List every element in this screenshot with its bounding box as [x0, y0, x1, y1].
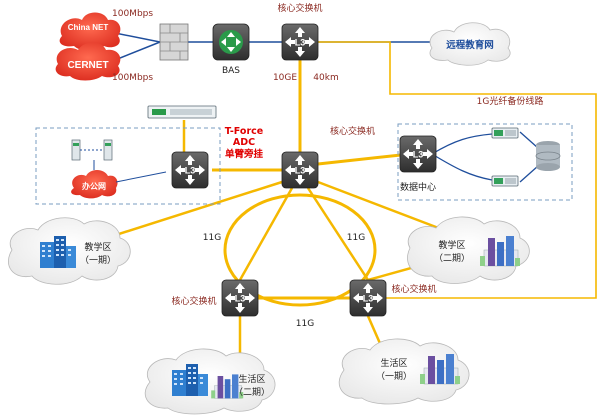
life1-phase-label: （一期）	[376, 371, 412, 382]
remote-edu-cloud: 远程教育网	[429, 22, 511, 66]
core-switch-br-label: 核心交换机	[391, 283, 436, 295]
datacenter-box	[397, 123, 573, 201]
life1-label: 生活区	[380, 357, 407, 369]
core-switch-top-label: 核心交换机	[277, 2, 322, 14]
bandwidth-top-label: 100Mbps	[112, 9, 153, 19]
adc-appliance-icon	[147, 105, 217, 119]
internet-clouds: China NET CERNET 远程教育网	[55, 12, 511, 81]
ring-bottom-bandwidth: 11G	[296, 319, 314, 329]
edu2-label: 教学区	[438, 239, 465, 251]
svg-text:L3: L3	[295, 166, 306, 176]
cernet-cloud: CERNET	[55, 42, 121, 81]
bas-label: BAS	[222, 66, 240, 76]
ring-right-bandwidth: 11G	[347, 233, 365, 243]
office-zone-box	[35, 127, 221, 205]
datacenter-label: 数据中心	[400, 181, 436, 193]
svg-text:L3: L3	[413, 150, 424, 160]
edu1-phase-label: （一期）	[80, 255, 116, 266]
rack-server-icon	[491, 175, 519, 187]
living-zone-1-cloud: 生活区 （一期）	[338, 338, 470, 405]
office-cloud: 办公网	[71, 170, 118, 199]
adc-label: ADC	[233, 137, 255, 148]
core-switch-main: L3	[281, 151, 319, 189]
office-label: 办公网	[82, 181, 106, 191]
one-arm-label: 单臂旁挂	[225, 148, 264, 160]
svg-text:L3: L3	[295, 38, 306, 48]
life2-phase-label: （二期）	[234, 387, 270, 398]
bas-router-icon	[212, 23, 250, 61]
core-switch-bottom-left: L3	[221, 279, 259, 317]
ge10-label: 10GE	[273, 73, 297, 83]
office-switch: L3	[171, 151, 209, 189]
china-net-label: China NET	[68, 23, 109, 32]
edu2-phase-label: （二期）	[434, 253, 470, 264]
svg-text:L3: L3	[185, 166, 196, 176]
living-zone-2-cloud: 生活区 （二期）	[144, 348, 276, 415]
datacenter-switch: L3	[399, 135, 437, 173]
remote-net-label: 远程教育网	[446, 39, 494, 51]
teaching-zone-1-cloud: 教学区 （一期）	[7, 217, 131, 285]
bandwidth-bottom-label: 100Mbps	[112, 73, 153, 83]
km40-label: 40km	[313, 73, 338, 83]
network-links	[99, 31, 597, 360]
storage-icon	[535, 141, 561, 171]
core-switch-main-label: 核心交换机	[330, 125, 375, 137]
tforce-label: T-Force	[225, 126, 263, 137]
cernet-label: CERNET	[67, 60, 108, 71]
life2-label: 生活区	[238, 373, 265, 385]
china-net-cloud: China NET	[59, 12, 121, 51]
ring-left-bandwidth: 11G	[203, 233, 221, 243]
core-switch-bottom-right: L3	[349, 279, 387, 317]
svg-text:L3: L3	[235, 294, 246, 304]
firewall-icon	[159, 23, 189, 61]
edu1-label: 教学区	[84, 241, 111, 253]
fiber-backup-label: 1G光纤备份线路	[477, 95, 544, 107]
core-switch-bl-label: 核心交换机	[171, 295, 216, 307]
teaching-zone-2-cloud: 教学区 （二期）	[407, 216, 530, 284]
svg-text:L3: L3	[363, 294, 374, 304]
office-servers	[71, 139, 113, 161]
core-switch-top: L3	[281, 23, 319, 61]
rack-server-icon	[491, 127, 519, 139]
